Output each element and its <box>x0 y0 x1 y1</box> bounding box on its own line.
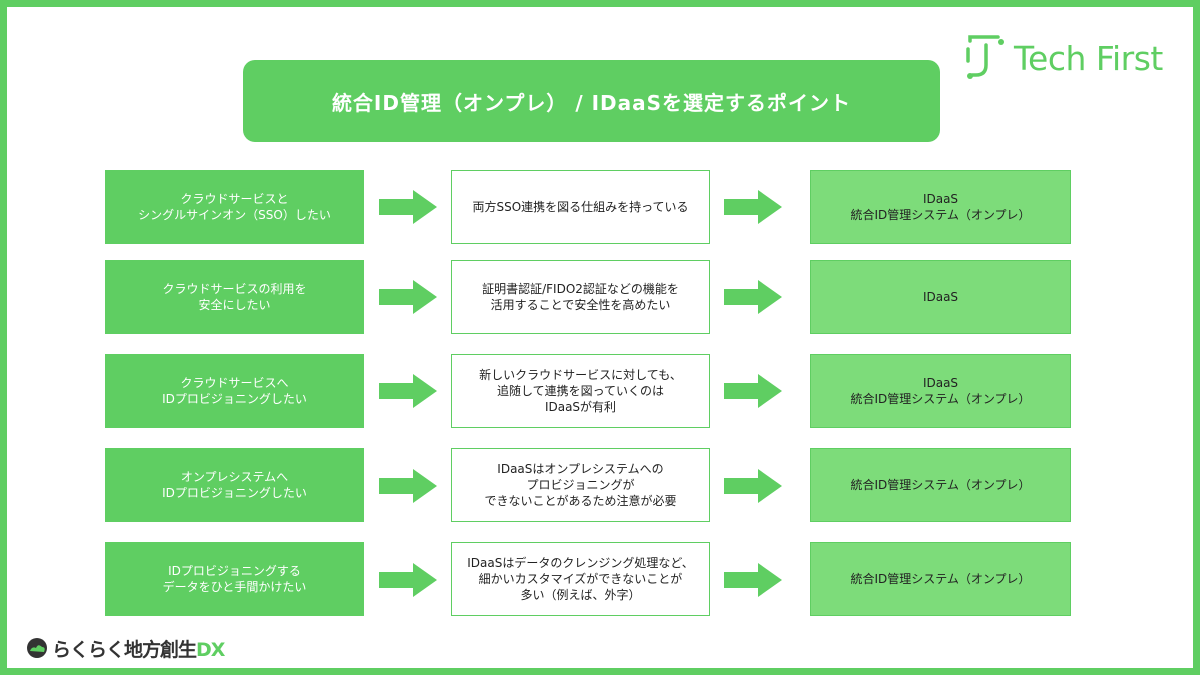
footer-logo-text: らくらく地方創生DX <box>52 635 225 662</box>
page-title-text: 統合ID管理（オンプレ） / IDaaSを選定するポイント <box>331 90 852 115</box>
footer-logo: らくらく地方創生DX <box>25 634 225 662</box>
result-box-5: 統合ID管理システム（オンプレ） <box>810 542 1071 616</box>
page-title: 統合ID管理（オンプレ） / IDaaSを選定するポイント <box>243 60 940 142</box>
brand-name: Tech First <box>1014 38 1163 78</box>
tech-first-logo-icon <box>966 35 1004 79</box>
condition-box-5: IDプロビジョニングする データをひと手間かけたい <box>105 542 364 616</box>
arrow-icon <box>379 374 437 408</box>
footer-logo-dx: DX <box>196 638 225 661</box>
arrow-icon <box>724 374 782 408</box>
arrow-icon <box>379 469 437 503</box>
condition-box-3: クラウドサービスへ IDプロビジョニングしたい <box>105 354 364 428</box>
result-box-2: IDaaS <box>810 260 1071 334</box>
cloud-logo-icon <box>27 638 47 658</box>
arrow-icon <box>724 563 782 597</box>
brand-logo: Tech First <box>964 33 1163 83</box>
reason-box-3: 新しいクラウドサービスに対しても、 追随して連携を図っていくのは IDaaSが有… <box>451 354 710 428</box>
reason-box-2: 証明書認証/FIDO2認証などの機能を 活用することで安全性を高めたい <box>451 260 710 334</box>
reason-box-5: IDaaSはデータのクレンジング処理など、 細かいカスタマイズができないことが … <box>451 542 710 616</box>
arrow-icon <box>724 280 782 314</box>
condition-box-2: クラウドサービスの利用を 安全にしたい <box>105 260 364 334</box>
arrow-icon <box>724 469 782 503</box>
footer-logo-main: らくらく地方創生 <box>52 638 197 661</box>
condition-box-1: クラウドサービスと シングルサインオン（SSO）したい <box>105 170 364 244</box>
condition-box-4: オンプレシステムへ IDプロビジョニングしたい <box>105 448 364 522</box>
reason-box-4: IDaaSはオンプレシステムへの プロビジョニングが できないことがあるため注意… <box>451 448 710 522</box>
arrow-icon <box>379 563 437 597</box>
result-box-3: IDaaS 統合ID管理システム（オンプレ） <box>810 354 1071 428</box>
result-box-1: IDaaS 統合ID管理システム（オンプレ） <box>810 170 1071 244</box>
arrow-icon <box>379 280 437 314</box>
reason-box-1: 両方SSO連携を図る仕組みを持っている <box>451 170 710 244</box>
arrow-icon <box>724 190 782 224</box>
result-box-4: 統合ID管理システム（オンプレ） <box>810 448 1071 522</box>
arrow-icon <box>379 190 437 224</box>
